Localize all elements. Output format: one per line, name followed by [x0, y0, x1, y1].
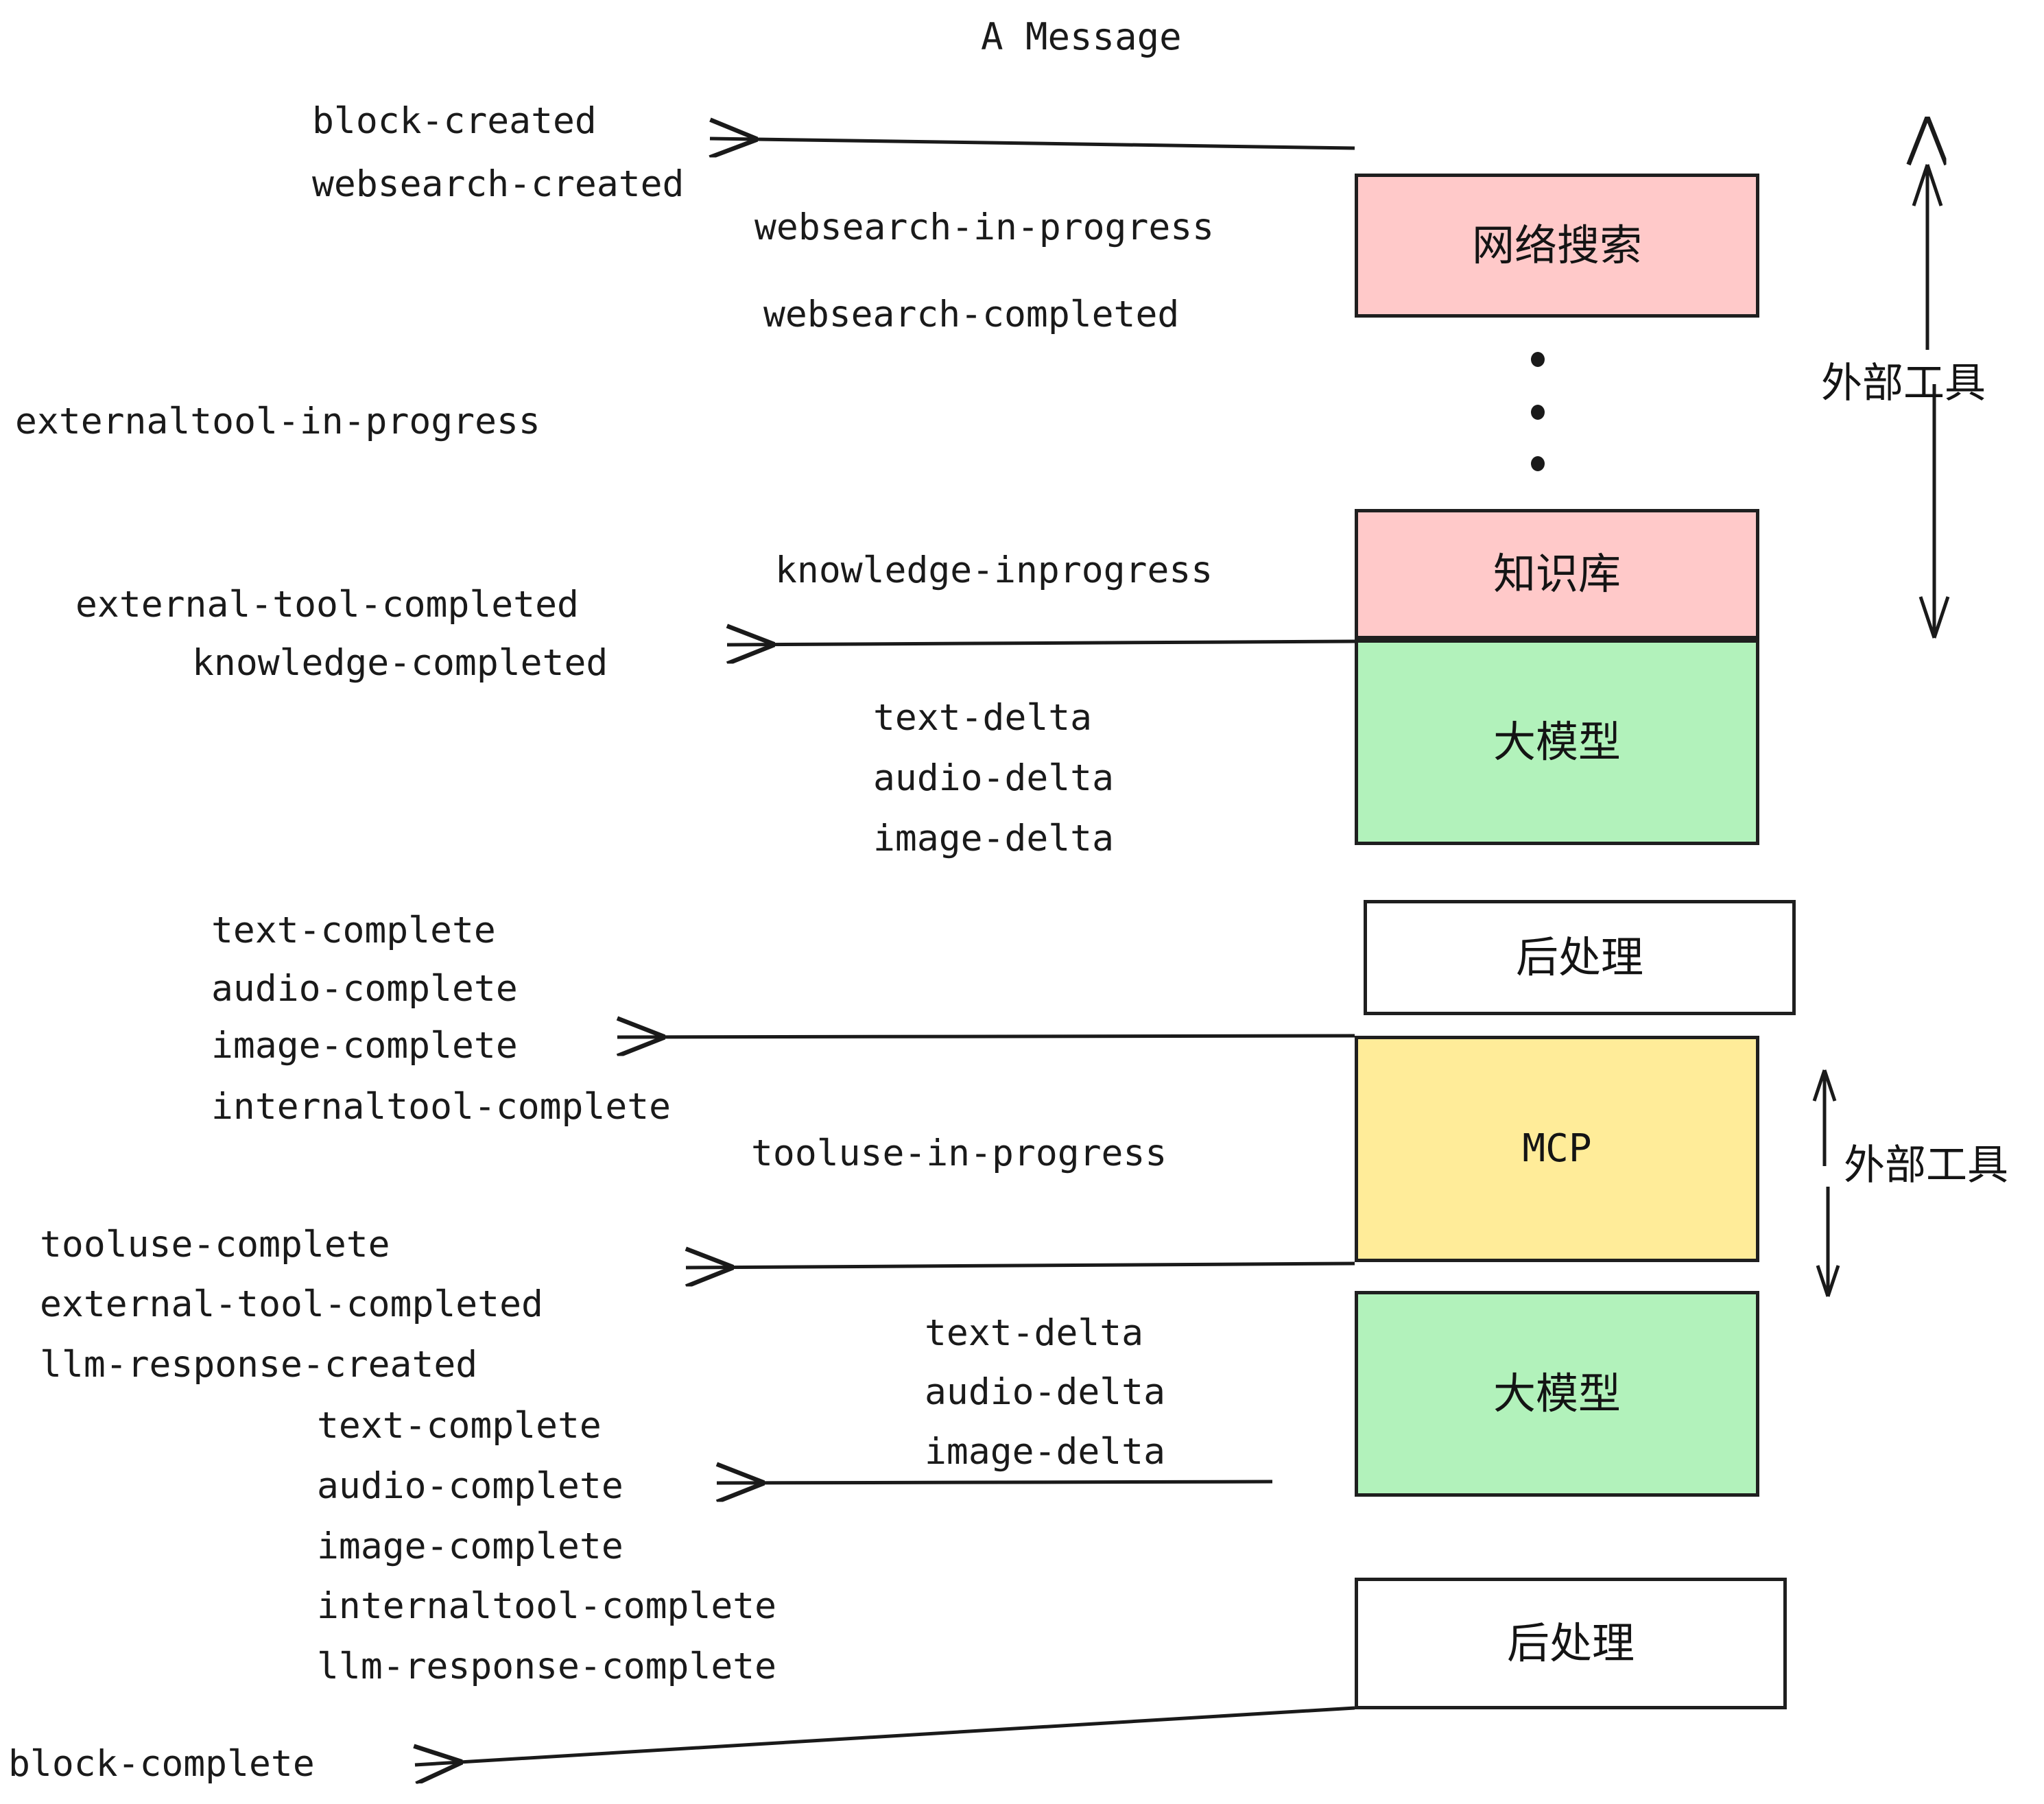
- node-knowledge-label: 知识库: [1493, 549, 1621, 599]
- page-title: A Message: [981, 15, 1182, 58]
- node-llm-2[interactable]: 大模型: [1355, 1291, 1759, 1497]
- event-audio-delta-2: audio-delta: [925, 1371, 1165, 1413]
- node-websearch[interactable]: 网络搜索: [1355, 174, 1759, 318]
- event-block-complete: block-complete: [8, 1743, 315, 1785]
- event-knowledge-completed: knowledge-completed: [192, 642, 608, 684]
- node-mcp[interactable]: MCP: [1355, 1036, 1759, 1262]
- ellipsis-dot-3: [1531, 456, 1545, 471]
- side-label-external-tools-top: 外部工具: [1821, 359, 1986, 407]
- event-audio-delta-1: audio-delta: [873, 757, 1114, 799]
- event-externaltool-in-progress: externaltool-in-progress: [15, 401, 540, 442]
- ellipsis-dot-1: [1531, 352, 1545, 367]
- event-text-complete-1: text-complete: [211, 910, 496, 951]
- event-text-delta-1: text-delta: [873, 697, 1093, 739]
- event-tooluse-complete: tooluse-complete: [40, 1224, 390, 1266]
- event-image-delta-1: image-delta: [873, 818, 1114, 859]
- event-external-tool-completed-1: external-tool-completed: [75, 584, 579, 626]
- event-websearch-in-progress: websearch-in-progress: [754, 206, 1215, 248]
- node-llm-1[interactable]: 大模型: [1355, 639, 1759, 845]
- node-mcp-label: MCP: [1522, 1126, 1592, 1171]
- node-knowledge[interactable]: 知识库: [1355, 509, 1759, 639]
- arrow-block-complete: [415, 1706, 1355, 1765]
- node-postprocess-2[interactable]: 后处理: [1355, 1578, 1787, 1709]
- event-block-created: block-created: [312, 100, 597, 142]
- event-websearch-created: websearch-created: [312, 163, 685, 205]
- event-text-delta-2: text-delta: [925, 1312, 1144, 1354]
- node-postprocess-1-label: 后处理: [1515, 932, 1643, 982]
- node-llm-1-label: 大模型: [1493, 717, 1621, 767]
- node-postprocess-1[interactable]: 后处理: [1364, 900, 1796, 1015]
- arrow-image-complete: [617, 1036, 1355, 1037]
- event-llm-response-complete: llm-response-complete: [317, 1646, 777, 1687]
- event-knowledge-inprogress: knowledge-inprogress: [775, 549, 1213, 591]
- node-postprocess-2-label: 后处理: [1506, 1618, 1635, 1668]
- ellipsis-dot-2: [1531, 405, 1545, 420]
- arrow-block-created: [710, 139, 1355, 148]
- event-audio-complete-1: audio-complete: [211, 968, 518, 1010]
- arrow-audio-complete: [717, 1482, 1273, 1483]
- arrow-tooluse-complete: [686, 1263, 1355, 1268]
- arrow-knowledge-completed: [727, 641, 1355, 645]
- event-internaltool-complete-2: internaltool-complete: [317, 1585, 777, 1627]
- event-image-complete-2: image-complete: [317, 1526, 623, 1567]
- event-audio-complete-2: audio-complete: [317, 1465, 623, 1507]
- node-llm-2-label: 大模型: [1493, 1368, 1621, 1419]
- node-websearch-label: 网络搜索: [1471, 220, 1642, 270]
- event-websearch-completed: websearch-completed: [763, 294, 1180, 335]
- side-label-external-tools-bottom: 外部工具: [1844, 1141, 2008, 1189]
- event-internaltool-complete-1: internaltool-complete: [211, 1086, 672, 1128]
- event-llm-response-created: llm-response-created: [40, 1344, 478, 1386]
- event-image-complete-1: image-complete: [211, 1025, 518, 1067]
- event-tooluse-in-progress: tooluse-in-progress: [751, 1132, 1167, 1174]
- event-image-delta-2: image-delta: [925, 1431, 1165, 1473]
- external-tools-range-arrow-bottom: [1812, 1069, 1840, 1297]
- event-external-tool-completed-2: external-tool-completed: [40, 1283, 543, 1325]
- event-text-complete-2: text-complete: [317, 1405, 602, 1447]
